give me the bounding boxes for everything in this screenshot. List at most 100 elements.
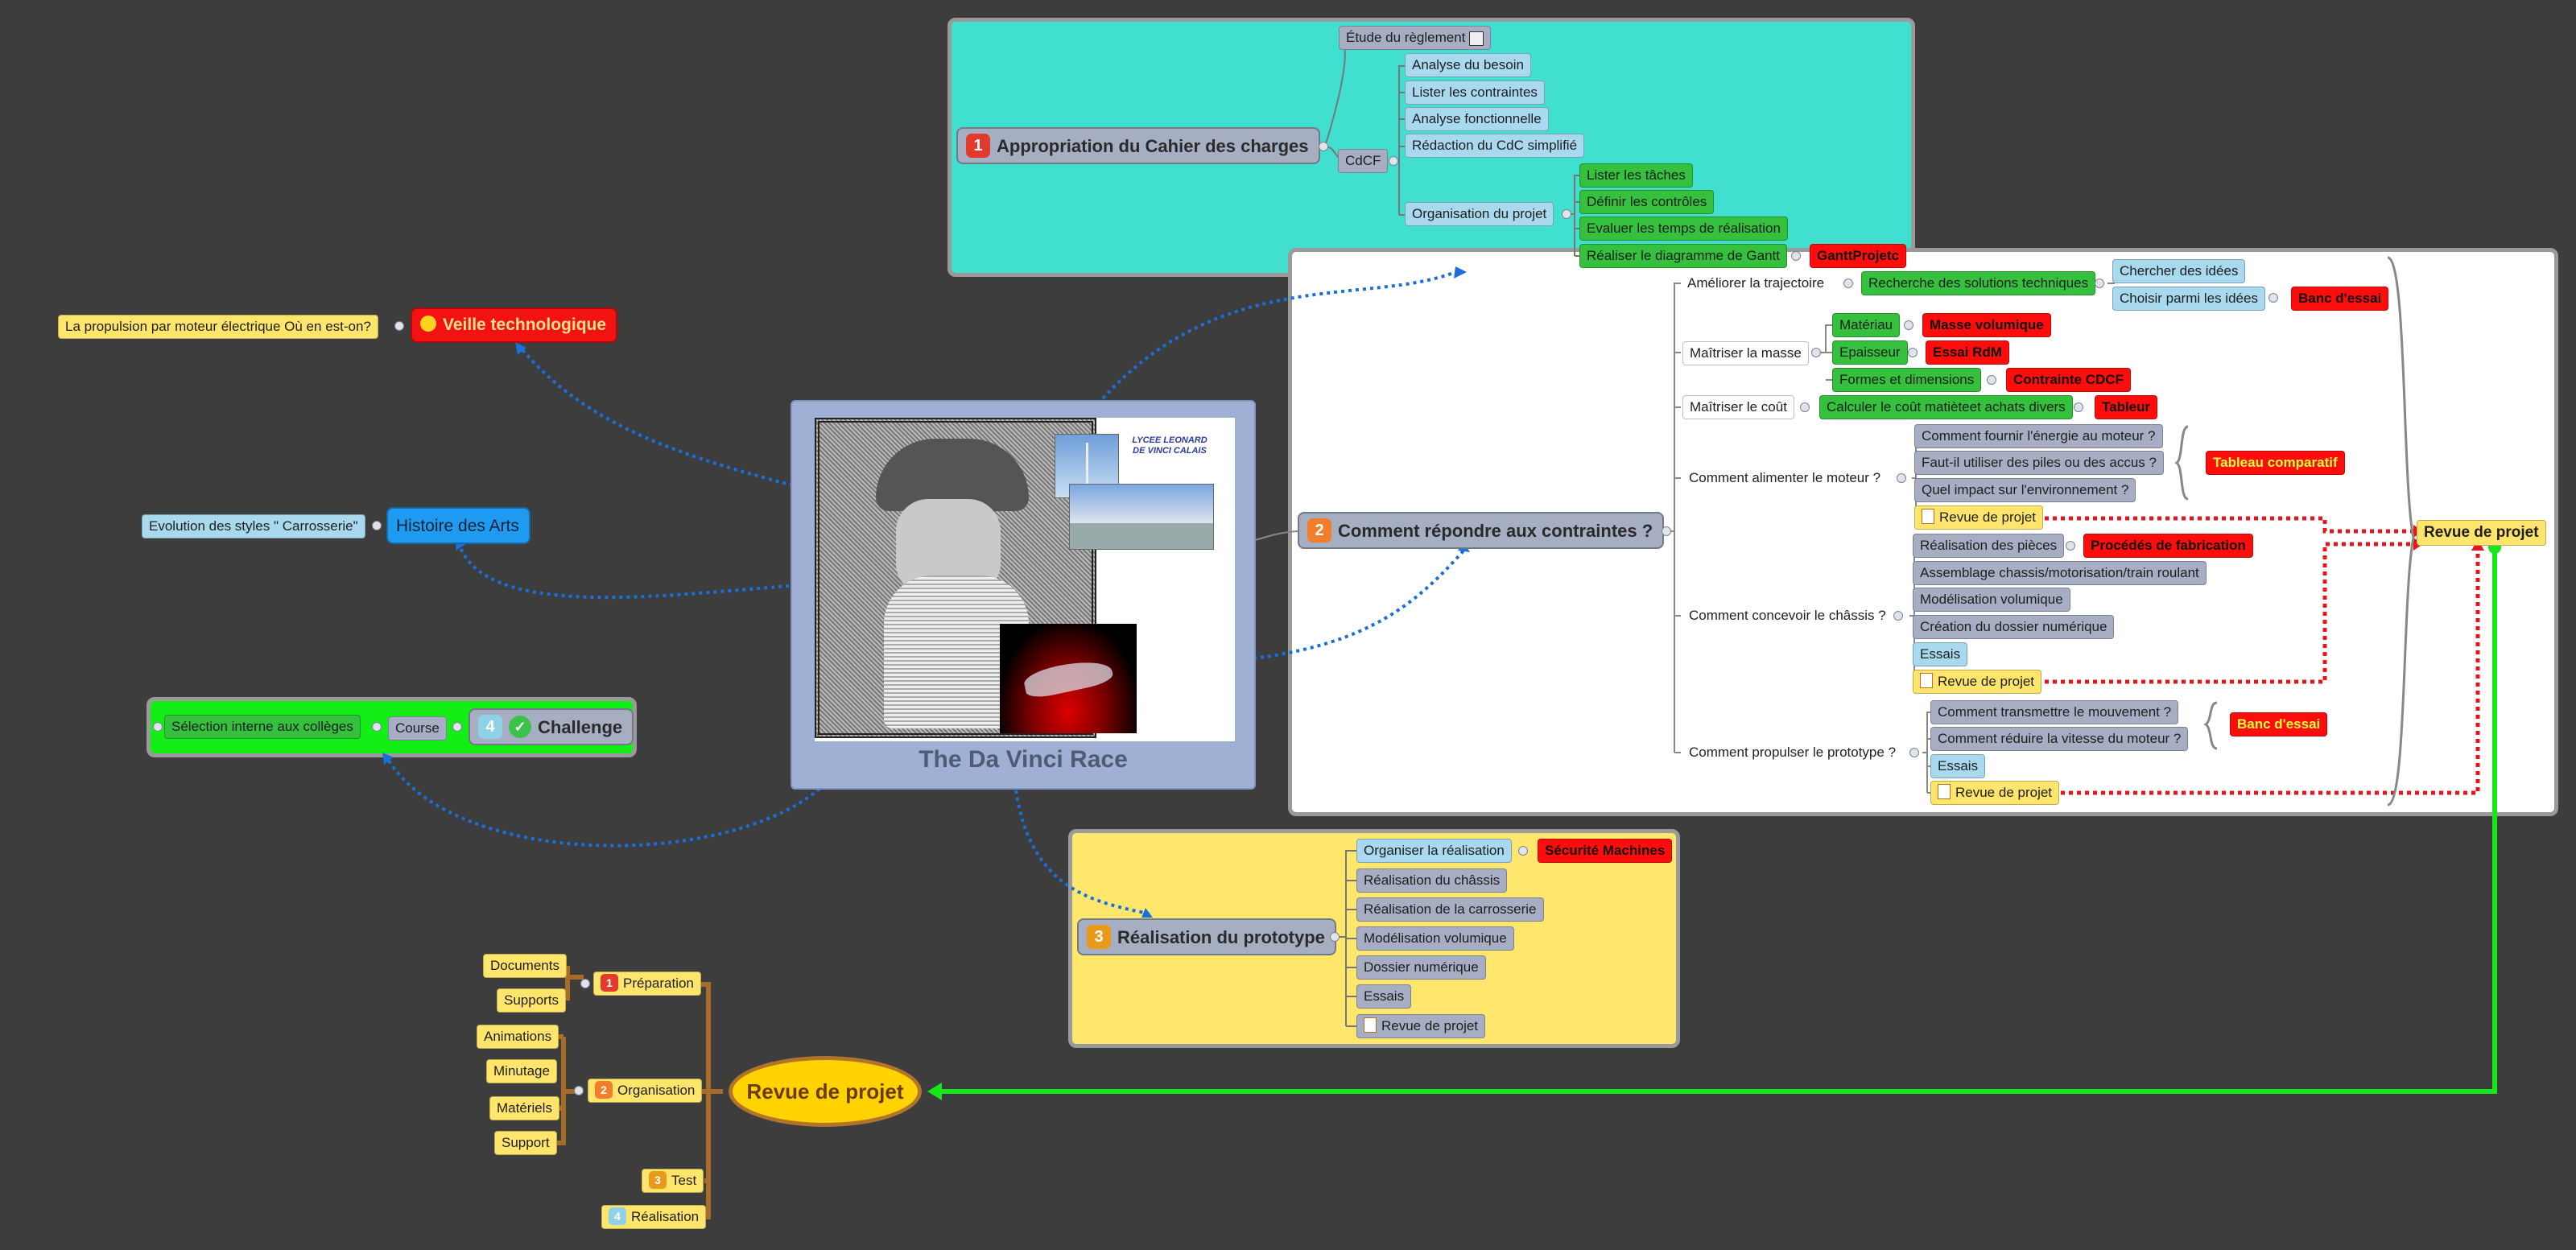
- alim-item-1[interactable]: Comment fournir l'énergie au moteur ?: [1914, 424, 2163, 448]
- collapse-handle[interactable]: [2074, 402, 2083, 412]
- masse-tag-3[interactable]: Contrainte CDCF: [2006, 368, 2131, 392]
- masse-tag-1[interactable]: Masse volumique: [1922, 313, 2051, 337]
- orga-item-3[interactable]: Matériels: [489, 1096, 559, 1120]
- propulser-node[interactable]: Comment propulser le prototype ?: [1689, 745, 1897, 760]
- masse-node[interactable]: Maîtriser la masse: [1682, 341, 1809, 365]
- collapse-handle[interactable]: [1893, 611, 1903, 621]
- prop-item-2[interactable]: Comment réduire la vitesse du moteur ?: [1930, 727, 2189, 751]
- chassis-item-2[interactable]: Assemblage chassis/motorisation/train ro…: [1913, 561, 2207, 585]
- chassis-item-4[interactable]: Création du dossier numérique: [1913, 615, 2115, 639]
- b3-item-7[interactable]: Revue de projet: [1356, 1014, 1486, 1038]
- collapse-handle[interactable]: [394, 321, 404, 331]
- cdcf-item-4[interactable]: Rédaction du CdC simplifié: [1405, 134, 1585, 158]
- challenge-title[interactable]: 4✓Challenge: [469, 708, 634, 745]
- b3-item-2[interactable]: Réalisation du châssis: [1356, 868, 1508, 893]
- cdcf-item-1[interactable]: Analyse du besoin: [1405, 53, 1531, 77]
- chassis-node[interactable]: Comment concevoir le châssis ?: [1689, 608, 1886, 623]
- prop-revue-node[interactable]: Revue de projet: [1930, 781, 2060, 805]
- prop-item-3[interactable]: Essais: [1930, 754, 1986, 778]
- banc-essai-tag-2[interactable]: Banc d'essai: [2230, 712, 2328, 736]
- collapse-handle[interactable]: [2066, 541, 2075, 551]
- chassis-revue-node[interactable]: Revue de projet: [1913, 670, 2042, 694]
- chassis-item-3[interactable]: Modélisation volumique: [1913, 588, 2070, 612]
- banc-essai-tag-1[interactable]: Banc d'essai: [2291, 287, 2389, 311]
- collapse-handle[interactable]: [574, 1086, 584, 1095]
- cdcf-item-2[interactable]: Lister les contraintes: [1405, 80, 1545, 105]
- collapse-handle[interactable]: [153, 722, 163, 732]
- idea-item-2[interactable]: Choisir parmi les idées: [2112, 287, 2265, 311]
- idea-item-1[interactable]: Chercher des idées: [2112, 259, 2246, 283]
- masse-tag-2[interactable]: Essai RdM: [1926, 340, 2009, 365]
- reglement-node[interactable]: Étude du règlement: [1339, 26, 1492, 50]
- collapse-handle[interactable]: [2268, 293, 2278, 303]
- b3-item-1[interactable]: Organiser la réalisation: [1356, 839, 1512, 863]
- recherche-solutions-node[interactable]: Recherche des solutions techniques: [1861, 271, 2096, 295]
- tableau-comparatif-tag[interactable]: Tableau comparatif: [2206, 451, 2345, 475]
- veille-note[interactable]: La propulsion par moteur électrique Où e…: [58, 315, 378, 339]
- collapse-handle[interactable]: [1800, 402, 1810, 412]
- masse-item-2[interactable]: Epaisseur: [1832, 340, 1908, 365]
- center-node[interactable]: LYCEE LEONARD DE VINCI CALAIS The Da Vin…: [791, 400, 1256, 790]
- orga-item-2[interactable]: Définir les contrôles: [1579, 190, 1715, 214]
- prep-item-1[interactable]: Documents: [483, 954, 567, 978]
- orga-item-3[interactable]: Evaluer les temps de réalisation: [1579, 217, 1788, 241]
- orga-item-2[interactable]: Minutage: [486, 1059, 557, 1083]
- collapse-handle[interactable]: [1908, 348, 1918, 357]
- chassis-item-1[interactable]: Réalisation des pièces: [1913, 534, 2065, 558]
- revue-projet-right[interactable]: Revue de projet: [2417, 520, 2546, 546]
- histoire-title[interactable]: Histoire des Arts: [386, 507, 530, 544]
- collapse-handle[interactable]: [1987, 375, 1996, 385]
- prop-item-1[interactable]: Comment transmettre le mouvement ?: [1930, 700, 2179, 724]
- collapse-handle[interactable]: [1909, 748, 1919, 757]
- cdcf-item-3[interactable]: Analyse fonctionnelle: [1405, 107, 1549, 131]
- alim-revue-node[interactable]: Revue de projet: [1914, 505, 2044, 530]
- cout-node[interactable]: Maîtriser le coût: [1682, 395, 1794, 419]
- orga-item-4[interactable]: Réaliser le diagramme de Gantt: [1579, 244, 1788, 268]
- collapse-handle[interactable]: [1897, 473, 1906, 483]
- orga-item-4[interactable]: Support: [494, 1131, 557, 1155]
- collapse-handle[interactable]: [1330, 932, 1340, 942]
- trajectoire-node[interactable]: Améliorer la trajectoire: [1687, 275, 1825, 291]
- tableur-tag[interactable]: Tableur: [2095, 395, 2158, 419]
- collapse-handle[interactable]: [1904, 320, 1913, 330]
- collapse-handle[interactable]: [1791, 251, 1801, 261]
- prep-item-2[interactable]: Supports: [497, 988, 567, 1013]
- alim-item-2[interactable]: Faut-il utiliser des piles ou des accus …: [1914, 451, 2164, 475]
- chassis-item-5[interactable]: Essais: [1913, 642, 1968, 666]
- collapse-handle[interactable]: [372, 722, 382, 732]
- orga-item-1[interactable]: Animations: [477, 1025, 559, 1049]
- collapse-handle[interactable]: [580, 979, 590, 988]
- procedes-tag[interactable]: Procédés de fabrication: [2083, 534, 2253, 558]
- orga-item-1[interactable]: Lister les tâches: [1579, 163, 1693, 188]
- collapse-handle[interactable]: [1562, 209, 1571, 219]
- collapse-handle[interactable]: [1389, 156, 1398, 166]
- masse-item-1[interactable]: Matériau: [1832, 313, 1901, 337]
- revue-bottom-title[interactable]: Revue de projet: [729, 1056, 922, 1127]
- securite-tag[interactable]: Sécurité Machines: [1538, 839, 1673, 863]
- course-node[interactable]: Course: [388, 716, 447, 741]
- selection-node[interactable]: Sélection interne aux collèges: [164, 715, 361, 739]
- cout-sub-node[interactable]: Calculer le coût matièteet achats divers: [1819, 395, 2073, 419]
- b3-item-6[interactable]: Essais: [1356, 984, 1412, 1009]
- collapse-handle[interactable]: [1662, 526, 1671, 536]
- collapse-handle[interactable]: [372, 521, 382, 530]
- histoire-note[interactable]: Evolution des styles " Carrosserie": [142, 514, 365, 538]
- b3-item-3[interactable]: Réalisation de la carrosserie: [1356, 897, 1544, 922]
- b3-item-4[interactable]: Modélisation volumique: [1356, 926, 1514, 951]
- cdcf-node[interactable]: CdCF: [1338, 149, 1389, 173]
- collapse-handle[interactable]: [452, 722, 462, 732]
- alimenter-node[interactable]: Comment alimenter le moteur ?: [1689, 470, 1881, 485]
- collapse-handle[interactable]: [2095, 278, 2104, 288]
- masse-item-3[interactable]: Formes et dimensions: [1832, 368, 1982, 392]
- collapse-handle[interactable]: [1518, 846, 1528, 856]
- collapse-handle[interactable]: [1843, 278, 1853, 288]
- collapse-handle[interactable]: [1319, 142, 1328, 151]
- orga-projet-node[interactable]: Organisation du projet: [1405, 202, 1554, 226]
